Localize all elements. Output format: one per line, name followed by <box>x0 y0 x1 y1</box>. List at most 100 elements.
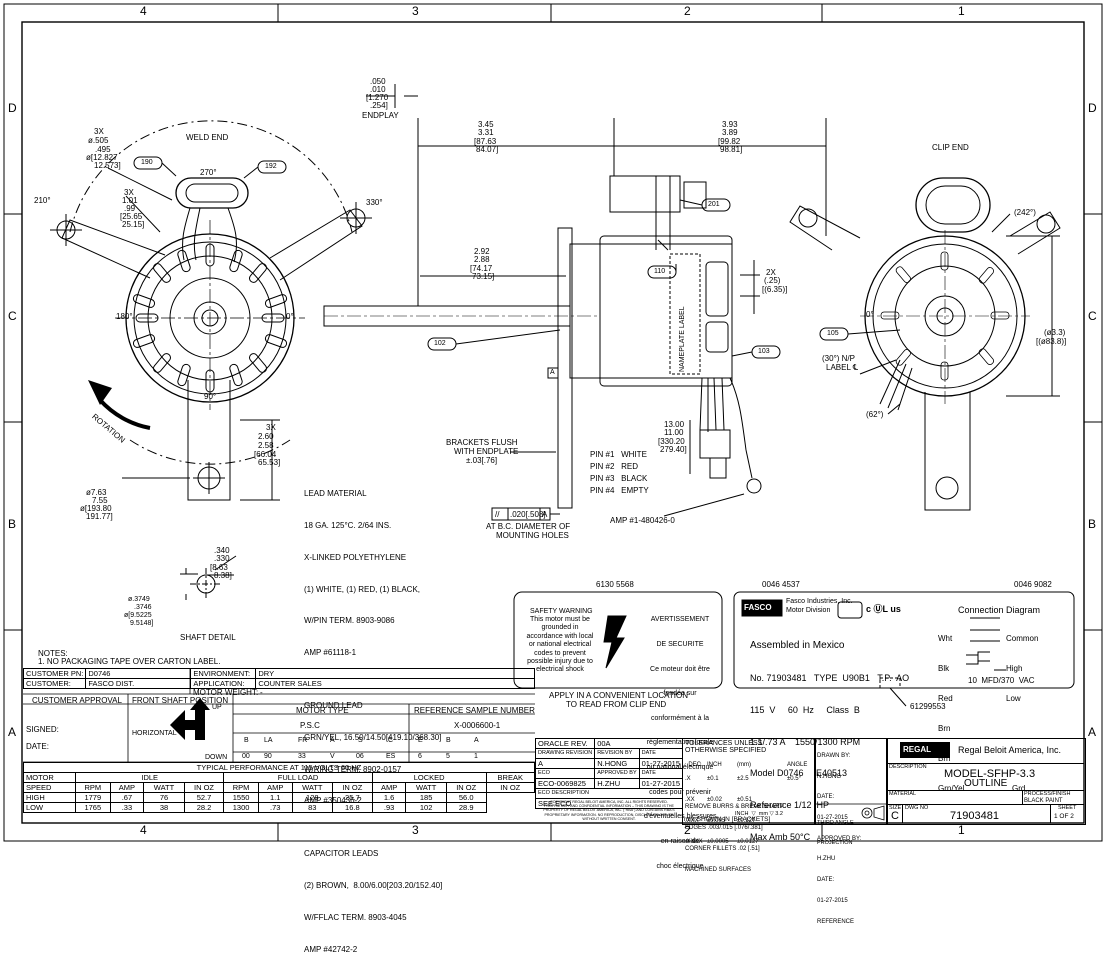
angle-330: 330° <box>366 198 383 207</box>
size: C <box>891 810 899 822</box>
lead-len-mm-min: 279.40] <box>660 445 687 454</box>
table-row: HIGH 1779 .67 76 52.7 1550 1.1 128 25.7 … <box>22 792 535 803</box>
wire-brown-1: Brn <box>938 724 951 733</box>
bc-note-2: MOUNTING HOLES <box>496 531 569 540</box>
pin-2: PIN #2 RED <box>590 462 639 471</box>
endplay-max: .050 <box>370 77 386 86</box>
endplay-label: ENDPLAY <box>362 111 399 120</box>
tolerances-block <box>682 738 816 825</box>
company-name: Fasco Industries, Inc. <box>786 598 853 605</box>
zone-row-a-left: A <box>8 725 17 739</box>
leg-mm-min: 65.53] <box>258 458 281 467</box>
finish-label: PROCESS/FINISH <box>1024 791 1071 797</box>
nameplate-lines: Assembled in Mexico No. 71903481 TYPE U9… <box>750 640 910 842</box>
description-2: OUTLINE <box>964 778 1008 789</box>
angle-270: 270° <box>200 168 217 177</box>
angle-0: 0° <box>286 312 294 321</box>
callout-102: 102 <box>434 340 446 347</box>
zone-col-2-bottom: 2 <box>684 823 691 837</box>
brackets-flush-1: BRACKETS FLUSH <box>446 438 518 447</box>
oracle-rev-label: ORACLE REV. <box>534 738 596 749</box>
angle-242: (242°) <box>1014 208 1036 217</box>
callout-110: 110 <box>654 268 666 275</box>
notes-title: NOTES: <box>38 649 68 658</box>
callout-201: 201 <box>708 201 720 208</box>
safety-label-box <box>513 591 723 689</box>
customer-label: CUSTOMER: <box>22 678 87 689</box>
lead-note-16: AMP #42742-2 <box>304 944 358 954</box>
dim3-min: 2.88 <box>474 255 490 264</box>
col-motor: MOTOR <box>22 772 77 783</box>
clip-dia-mm: [(ø83.8)] <box>1036 337 1067 346</box>
dim1-mm-min: 84.07] <box>476 145 499 154</box>
performance-table: TYPICAL PERFORMANCE AT 115 VOLTS 60 HZ M… <box>22 762 536 813</box>
rotation-arrow-head <box>88 380 112 405</box>
clip-end-title: CLIP END <box>932 143 969 152</box>
shaft-dim-max: .340 <box>214 546 230 555</box>
dim2-min: 3.89 <box>722 128 738 137</box>
pin-1: PIN #1 WHITE <box>590 450 647 459</box>
tolerances-title: TOLERANCES UNLESS <box>685 740 763 747</box>
hole-dia-mm-min: 12.573] <box>94 161 121 170</box>
lead-note-3: X-LINKED POLYETHYLENE <box>304 552 407 562</box>
application: COUNTER SALES <box>255 678 535 689</box>
leg-mm-max: [66.04 <box>254 450 277 459</box>
endplay-mm-min: .254] <box>370 101 388 110</box>
oracle-rev: 00A <box>594 738 684 749</box>
lead-note-14: (2) BROWN, 8.00/6.00[203.20/152.40] <box>304 881 443 891</box>
col-speed: SPEED <box>22 782 77 793</box>
surface-finish: INCH ▽ mm ▽ 3.2 <box>735 811 783 817</box>
proprietary-notice: COPYRIGHT REGAL BELOIT AMERICA, INC. ALL… <box>543 800 675 821</box>
drawing-geometry <box>3 3 1103 842</box>
company-title: Regal Beloit America, Inc. <box>958 745 1062 755</box>
customer-table: CUSTOMER PN: D0746 ENVIRONMENT: DRY CUST… <box>22 668 535 689</box>
nameplate-label-text: NAMEPLATE LABEL <box>679 306 686 372</box>
lead-note-2: 18 GA. 125°C. 2/64 INS. <box>304 520 392 530</box>
safety-warning-title: SAFETY WARNING <box>530 608 593 615</box>
mm-shown: mm SHOWN IN [BRACKETS] <box>684 816 771 823</box>
lead-note-5: W/PIN TERM. 8903-9086 <box>304 616 395 626</box>
description-1: MODEL-SFHP-3.3 <box>944 768 1036 780</box>
tolerance-header: DEC.INCH(mm)ANGLE <box>688 761 808 768</box>
regal-logo <box>900 742 950 758</box>
note-1: 1. NO PACKAGING TAPE OVER CARTON LABEL. <box>38 657 221 666</box>
dim2-mm-max: [99.82 <box>718 137 741 146</box>
apply-note-2: TO READ FROM CLIP END <box>566 700 667 709</box>
brackets-flush-3: ±.03[.76] <box>466 456 498 465</box>
lead-notes-block: LEAD MATERIAL 18 GA. 125°C. 2/64 INS. X-… <box>304 468 442 966</box>
endplay-mm-max: [1.270 <box>366 93 389 102</box>
shaft-dia-mm-min: 9.5148] <box>130 620 154 627</box>
leg-min: 2.58 <box>258 441 274 450</box>
zone-row-b-right: B <box>1088 517 1097 531</box>
nameplate-part-right: 0046 9082 <box>1014 580 1052 589</box>
callout-103: 103 <box>758 348 770 355</box>
description-label: DESCRIPTION <box>889 764 927 770</box>
dim1-max: 3.45 <box>478 120 494 129</box>
fcf-parallel: // <box>495 510 500 519</box>
customer-approval: CUSTOMER APPROVAL <box>32 696 122 705</box>
callout-105: 105 <box>827 330 839 337</box>
zone-row-d-left: D <box>8 101 17 115</box>
horizontal-label: HORIZONTAL <box>132 730 177 737</box>
lead-note-4: (1) WHITE, (1) RED, (1) BLACK, <box>304 584 421 594</box>
customer-pn: D0746 <box>85 668 192 679</box>
nameplate-part-left: 0046 4537 <box>762 580 800 589</box>
ul-mark-icon: c ⓊL us <box>866 604 901 614</box>
front-shaft-position-icon <box>170 698 210 740</box>
shaft-dia-max: ø.3749 <box>128 596 150 603</box>
callout-192: 192 <box>265 163 277 170</box>
capacitor-rating: 10 MFD/370 VAC <box>968 676 1035 685</box>
amp-part: AMP #1-480426-0 <box>610 516 675 525</box>
lead-note-13: CAPACITOR LEADS <box>304 849 379 859</box>
clip-end-view <box>789 177 1061 511</box>
np-label-2: LABEL ℄ <box>826 363 858 372</box>
performance-title: TYPICAL PERFORMANCE AT 115 VOLTS 60 HZ <box>23 762 535 773</box>
dim1-mm-max: [87.63 <box>474 137 497 146</box>
lead-len-max: 13.00 <box>664 420 685 429</box>
side-view <box>323 84 827 521</box>
shaft-detail-view <box>180 555 237 600</box>
